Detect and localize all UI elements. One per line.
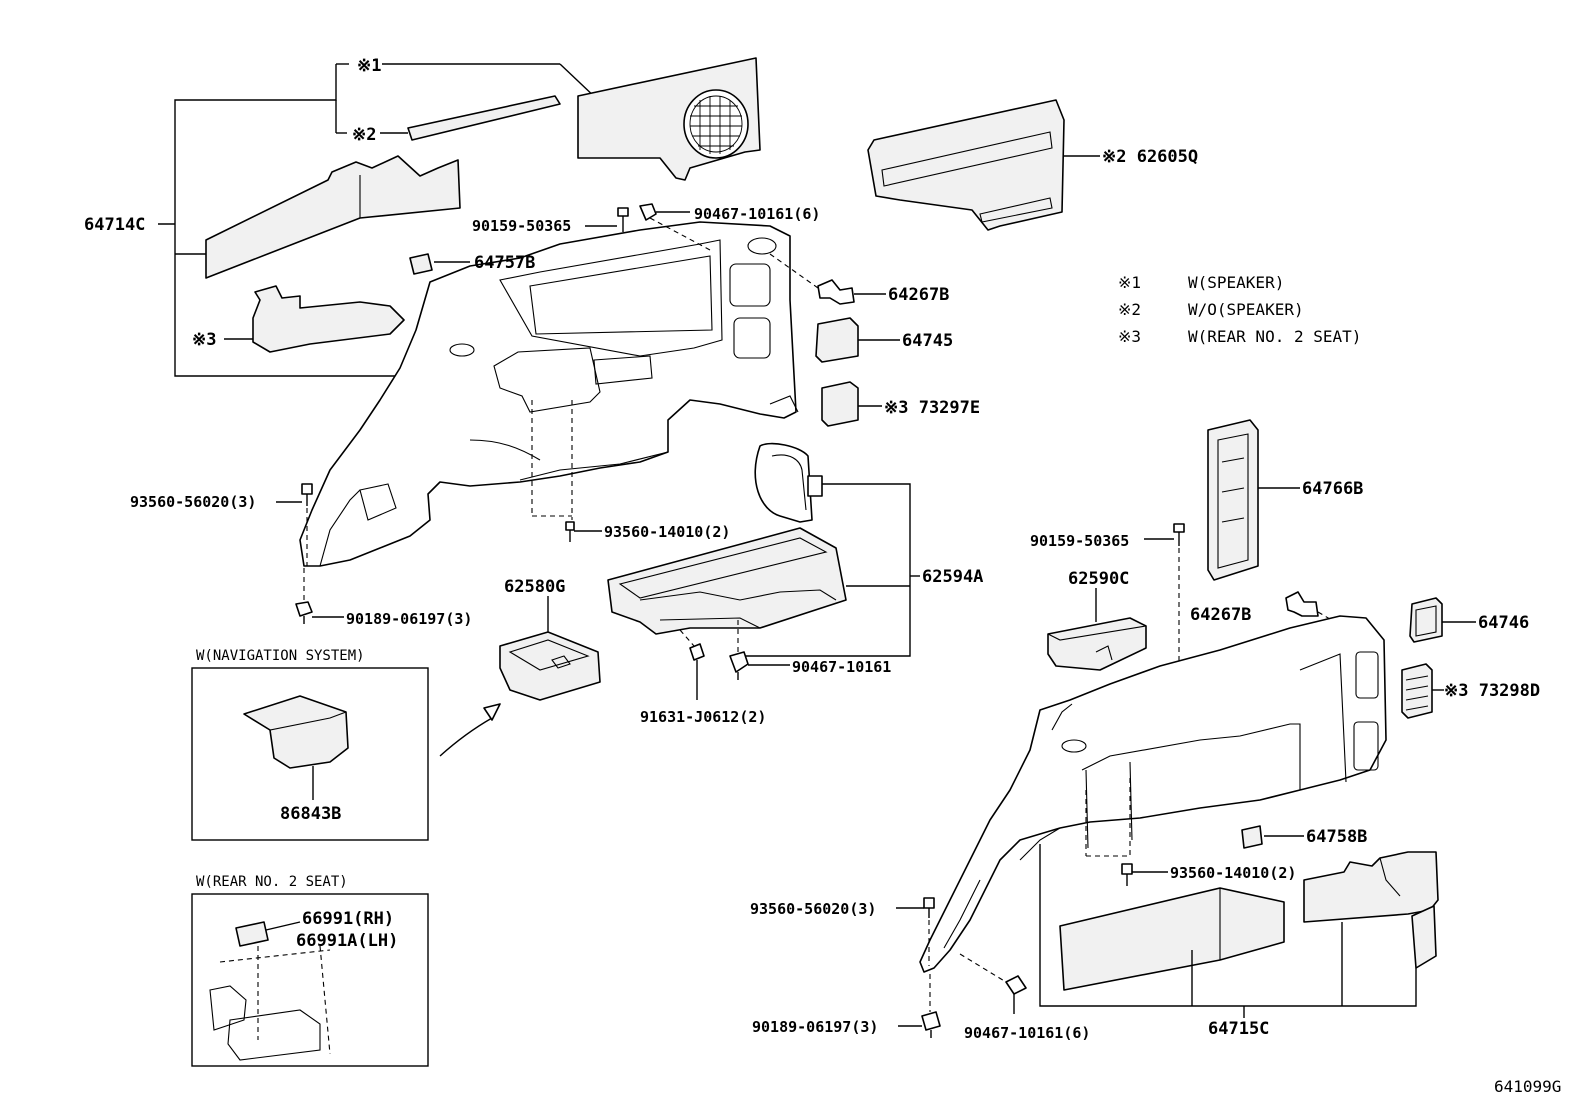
callout-marker-1: ※1: [357, 56, 381, 76]
part-number-64766b: 64766B: [1302, 479, 1363, 499]
part-number-91631-j0612-2: 91631-J0612(2): [640, 708, 766, 726]
bracket-64714c: [158, 63, 404, 377]
part-number-64267b-a: 64267B: [888, 285, 949, 305]
cover-73298d: [1401, 663, 1433, 719]
part-number-73298d: ※3 73298D: [1444, 681, 1540, 701]
callout-marker-2: ※2: [352, 125, 376, 145]
part-number-90159-50365-a: 90159-50365: [472, 217, 571, 235]
part-number-66991-rh: 66991(RH): [302, 909, 394, 929]
part-number-64758b: 64758B: [1306, 827, 1367, 847]
legend-text-1: W(SPEAKER): [1188, 273, 1284, 292]
part-number-64714c: 64714C: [84, 215, 145, 235]
block-64758b: [1241, 825, 1263, 849]
clip-64267b-a: [817, 279, 855, 305]
part-number-90467-10161-6-a: 90467-10161(6): [694, 205, 820, 223]
part-number-62605q: ※2 62605Q: [1102, 147, 1198, 167]
clip-90467-c: [1005, 975, 1027, 1014]
legend-mark-2: ※2: [1118, 300, 1141, 319]
part-number-90467-10161-b: 90467-10161: [792, 658, 891, 676]
screw-93560-14010-a: [565, 521, 575, 542]
panel-64715c-b: [1303, 851, 1439, 923]
part-number-64715c: 64715C: [1208, 1019, 1269, 1039]
rear-seat-box: W(REAR NO. 2 SEAT) 66991(RH) 66991A(LH): [191, 874, 429, 1067]
part-number-62580g: 62580G: [504, 577, 565, 597]
screw-93560-14010-b: [1121, 863, 1133, 886]
part-number-64746: 64746: [1478, 613, 1529, 633]
cover-64746: [1409, 597, 1443, 643]
legend-text-2: W/O(SPEAKER): [1188, 300, 1304, 319]
part-number-62590c: 62590C: [1068, 569, 1129, 589]
clip-91631: [689, 643, 705, 700]
part-number-90189-06197-3-b: 90189-06197(3): [752, 1018, 878, 1036]
legend: ※1 W(SPEAKER) ※2 W/O(SPEAKER) ※3 W(REAR …: [1118, 273, 1361, 346]
clip-90189-a: [295, 601, 313, 624]
cover-73297e: [821, 381, 859, 427]
lower-trim-panel: [252, 285, 405, 353]
part-number-86843b: 86843B: [280, 804, 341, 824]
clip-64267b-b: [1285, 591, 1319, 617]
part-number-93560-14010-2-a: 93560-14010(2): [604, 523, 730, 541]
legend-mark-3: ※3: [1118, 327, 1141, 346]
panel-64715c-a: [1059, 887, 1285, 991]
screw-90159-top: [617, 207, 629, 232]
part-number-93560-14010-2-b: 93560-14010(2): [1170, 864, 1296, 882]
left-quarter-trim: [299, 221, 799, 567]
trim-strip: [407, 95, 561, 141]
part-number-90159-50365-b: 90159-50365: [1030, 532, 1129, 550]
right-quarter-trim: [919, 615, 1387, 973]
panel-64715c-c: [1411, 905, 1437, 969]
panel-64766b: [1207, 419, 1259, 581]
long-trim-panel: [205, 155, 461, 279]
part-number-93560-56020-3-b: 93560-56020(3): [750, 900, 876, 918]
part-number-90189-06197-3-a: 90189-06197(3): [346, 610, 472, 628]
legend-mark-1: ※1: [1118, 273, 1141, 292]
navigation-system-box: W(NAVIGATION SYSTEM) 86843B: [191, 648, 429, 841]
callout-marker-3: ※3: [192, 330, 216, 350]
block-64757b: [409, 253, 433, 275]
panel-62605q: [867, 99, 1065, 231]
clip-90467-b: [729, 651, 749, 680]
diagram-code: 641099G: [1494, 1077, 1561, 1096]
legend-text-3: W(REAR NO. 2 SEAT): [1188, 327, 1361, 346]
rear-seat-box-title: W(REAR NO. 2 SEAT): [196, 874, 348, 890]
strap-62594a: [754, 442, 823, 523]
clip-90189-b: [921, 1011, 941, 1038]
screw-93560-56020-a: [301, 483, 313, 506]
part-number-93560-56020-3-a: 93560-56020(3): [130, 493, 256, 511]
part-number-64757b: 64757B: [474, 253, 535, 273]
box-62590c: [1047, 617, 1147, 671]
tray-62594a: [607, 527, 847, 635]
screw-93560-56020-b: [923, 897, 935, 918]
cover-64745: [815, 317, 859, 363]
arrow-icon: [439, 703, 501, 757]
part-number-64745: 64745: [902, 331, 953, 351]
screw-90159-right: [1173, 523, 1185, 546]
part-number-90467-10161-6-c: 90467-10161(6): [964, 1024, 1090, 1042]
speaker-trim-panel: [577, 57, 761, 181]
clip-90467-top: [639, 203, 657, 221]
part-number-62594a: 62594A: [922, 567, 983, 587]
part-number-64267b-b: 64267B: [1190, 605, 1251, 625]
part-number-66991a-lh: 66991A(LH): [296, 931, 398, 951]
pocket-62580g: [499, 631, 601, 701]
navigation-box-title: W(NAVIGATION SYSTEM): [196, 648, 365, 664]
part-number-73297e: ※3 73297E: [884, 398, 980, 418]
